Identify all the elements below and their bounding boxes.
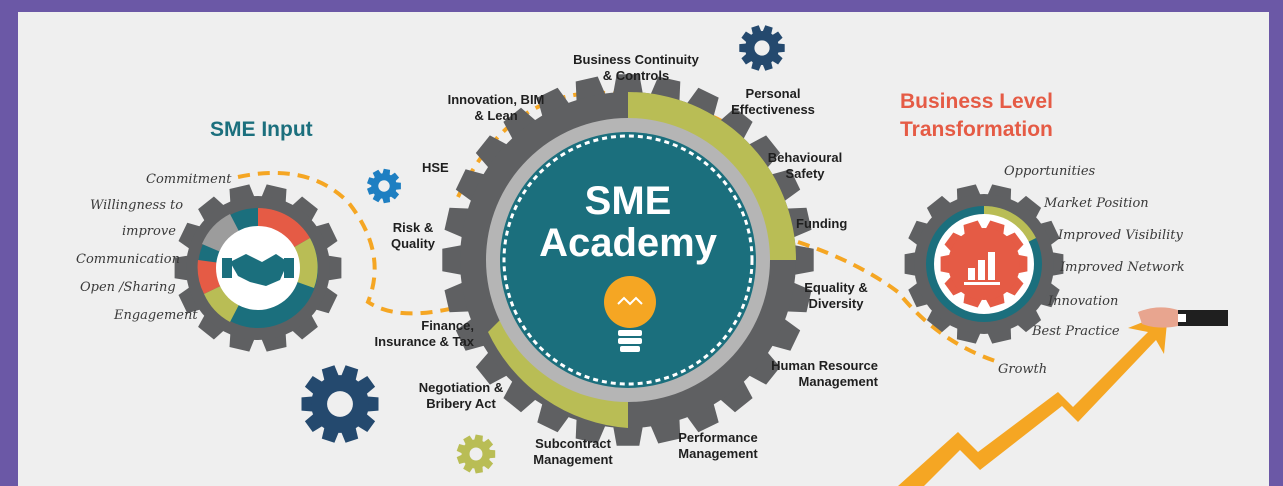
topic-subcontract-management: Subcontract Management [533,436,613,467]
outcome-item-growth: Growth [998,362,1048,377]
topic-human-resource: Human Resource Management [771,358,878,389]
academy-title: SME Academy [539,179,717,265]
input-item-improve: improve [122,224,176,239]
connector-path-left [237,170,459,316]
business-transformation-title: Business Level Transformation [900,90,1053,141]
input-item-willingness: Willingness to [90,198,184,213]
hand-icon [1138,307,1228,328]
outcome-item-market-position: Market Position [1044,196,1149,211]
diagram-canvas: SME Academy SME Input Commitment Willing… [18,12,1269,486]
topic-negotiation-bribery: Negotiation & Bribery Act [418,380,504,411]
lightbulb-icon [604,276,656,352]
bar-chart-icon [964,252,1000,285]
topic-risk-quality: Risk & Quality [390,220,436,251]
input-item-engagement: Engagement [114,308,198,323]
outcome-item-innovation: Innovation [1048,294,1119,309]
input-item-open-sharing: Open /Sharing [80,280,176,295]
topic-performance-management: Performance Management [678,430,758,461]
navy-gear-icon [301,365,379,443]
small-blue-gear-icon [367,168,401,204]
input-item-commitment: Commitment [146,172,232,187]
topic-business-continuity: Business Continuity & Controls [573,52,699,83]
growth-arrow-icon [898,312,1168,486]
outcome-item-improved-network: Improved Network [1060,260,1185,275]
topic-equality-diversity: Equality & Diversity [804,280,868,311]
topic-finance-insurance: Finance, Insurance & Tax [374,318,474,349]
top-gear-icon [739,25,785,71]
input-item-communication: Communication [76,252,180,267]
topic-innovation-bim: Innovation, BIM & Lean [447,92,545,123]
olive-gear-icon [456,434,496,474]
topic-funding: Funding [796,216,848,231]
topic-behavioural-safety: Behavioural Safety [767,150,843,181]
outcome-item-improved-visibility: Improved Visibility [1058,228,1183,243]
topic-hse: HSE [422,160,449,175]
sme-input-title: SME Input [210,118,313,141]
outcome-item-best-practice: Best Practice [1032,324,1120,339]
topic-personal-effectiveness: Personal Effectiveness [731,86,815,117]
outcome-item-opportunities: Opportunities [1004,164,1096,179]
diagram-graphics [174,25,1228,486]
handshake-icon [222,254,294,286]
